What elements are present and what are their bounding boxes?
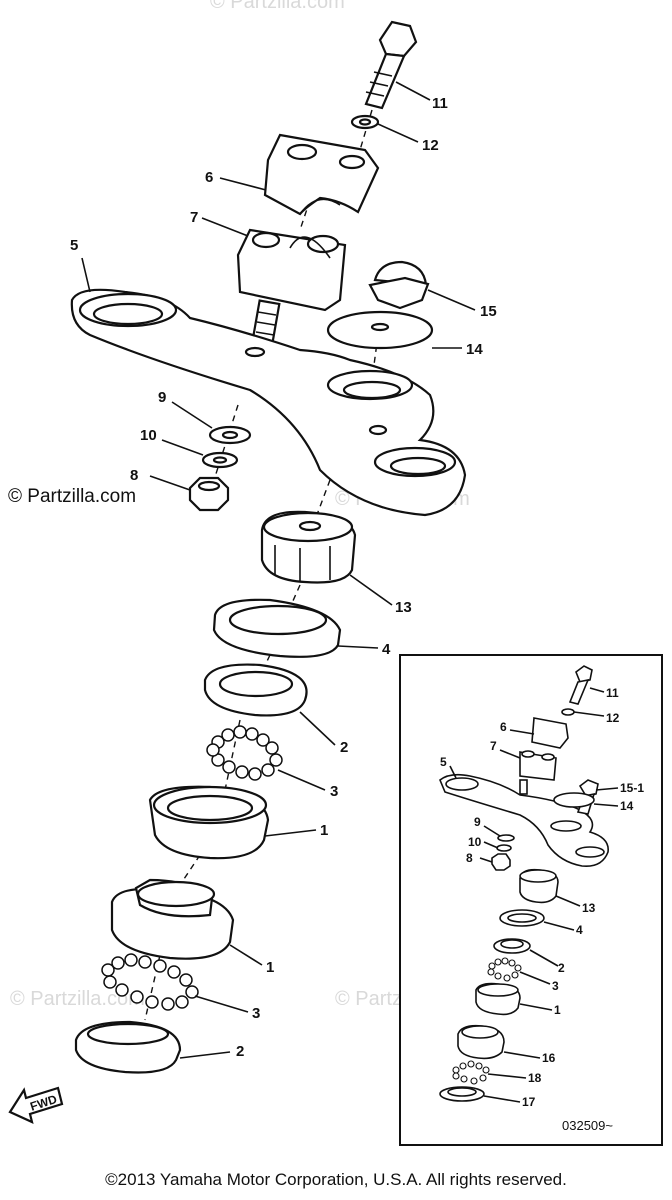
copyright-footer: ©2013 Yamaha Motor Corporation, U.S.A. A… (105, 1170, 567, 1189)
inset-callout-11: 11 (606, 686, 619, 700)
inset-callout-13: 13 (582, 901, 596, 915)
inset-balls-3 (487, 957, 522, 982)
inset-callout-7: 7 (490, 739, 497, 753)
bearing-cup-1-upper (148, 785, 270, 860)
inset-callout-12: 12 (606, 711, 620, 725)
inset-code: 032509~ (562, 1118, 613, 1133)
cap-nut-15 (368, 260, 430, 310)
inset-crown-5 (439, 773, 609, 868)
inset-callout-5: 5 (440, 755, 447, 769)
inset-nut-8 (491, 853, 511, 871)
holder-stud (251, 299, 281, 345)
inset-callout-1: 1 (554, 1003, 561, 1017)
inset-callout-3: 3 (552, 979, 559, 993)
callout-3-lower: 3 (252, 1005, 260, 1022)
bolt-11 (364, 20, 418, 110)
inset-washer-14 (553, 792, 595, 808)
callout-10: 10 (140, 427, 157, 444)
callout-15: 15 (480, 303, 497, 320)
inset-bolt-11 (575, 665, 593, 683)
callout-9: 9 (158, 389, 166, 406)
inset-callout-15-1: 15-1 (620, 781, 644, 795)
callout-13: 13 (395, 599, 412, 616)
callout-7: 7 (190, 209, 198, 226)
inset-panel: 11 12 6 7 5 15-1 14 9 10 8 13 4 2 3 1 16… (399, 654, 663, 1146)
callout-2: 2 (340, 739, 348, 756)
inset-callout-14: 14 (620, 799, 634, 813)
callout-14: 14 (466, 341, 483, 358)
watermark-faded: © Partzilla.com (10, 988, 145, 1010)
callout-12: 12 (422, 137, 439, 154)
forward-arrow-icon: FWD (8, 1086, 64, 1124)
inset-callout-16: 16 (542, 1051, 556, 1065)
steering-crown-5 (70, 288, 467, 517)
handlebar-holder-lower-7 (236, 228, 347, 312)
inset-callout-9: 9 (474, 815, 481, 829)
callout-11: 11 (432, 95, 448, 112)
callout-2-lower: 2 (236, 1043, 244, 1060)
callout-1: 1 (320, 822, 328, 839)
bearing-cup-1-lower (110, 878, 235, 960)
watermark-main: © Partzilla.com (8, 486, 136, 507)
inset-callout-4: 4 (576, 923, 583, 937)
inset-callout-17: 17 (522, 1095, 536, 1109)
inset-callout-18: 18 (528, 1071, 542, 1085)
ball-race-2-lower (74, 1020, 182, 1074)
inset-washer-10 (496, 844, 512, 852)
washer-9 (208, 425, 252, 445)
inset-callout-10: 10 (468, 835, 482, 849)
washer-4 (212, 598, 342, 658)
callout-8: 8 (130, 467, 138, 484)
ball-race-2-upper (203, 663, 308, 717)
leader-lines-main (81, 81, 476, 1059)
inset-callout-8: 8 (466, 851, 473, 865)
steering-diagram: © Partzilla.com © Partzilla.com © Partzi… (8, 0, 663, 1146)
callout-4: 4 (382, 641, 391, 658)
callout-1-lower: 1 (266, 959, 274, 976)
inset-callout-2: 2 (558, 961, 565, 975)
inset-holder-6 (531, 717, 569, 749)
inset-washer-9 (497, 834, 515, 842)
watermark-faded: © Partzilla.com (210, 0, 345, 13)
assembly-axis (213, 404, 239, 481)
ball-bearing-3-lower (101, 953, 199, 1011)
spring-washer-10 (201, 451, 239, 469)
inset-washer-12 (561, 708, 575, 716)
inset-balls-18 (452, 1060, 490, 1085)
inset-callout-6: 6 (500, 720, 507, 734)
callout-5: 5 (70, 237, 78, 254)
ring-nut-13 (260, 510, 357, 584)
washer-14 (326, 310, 434, 350)
callout-3: 3 (330, 783, 338, 800)
nut-8 (188, 476, 230, 512)
callout-6: 6 (205, 169, 213, 186)
ball-bearing-3-upper (206, 725, 283, 781)
handlebar-holder-upper-6 (263, 133, 380, 216)
assembly-axis (179, 854, 201, 886)
assembly-axis (359, 109, 373, 151)
